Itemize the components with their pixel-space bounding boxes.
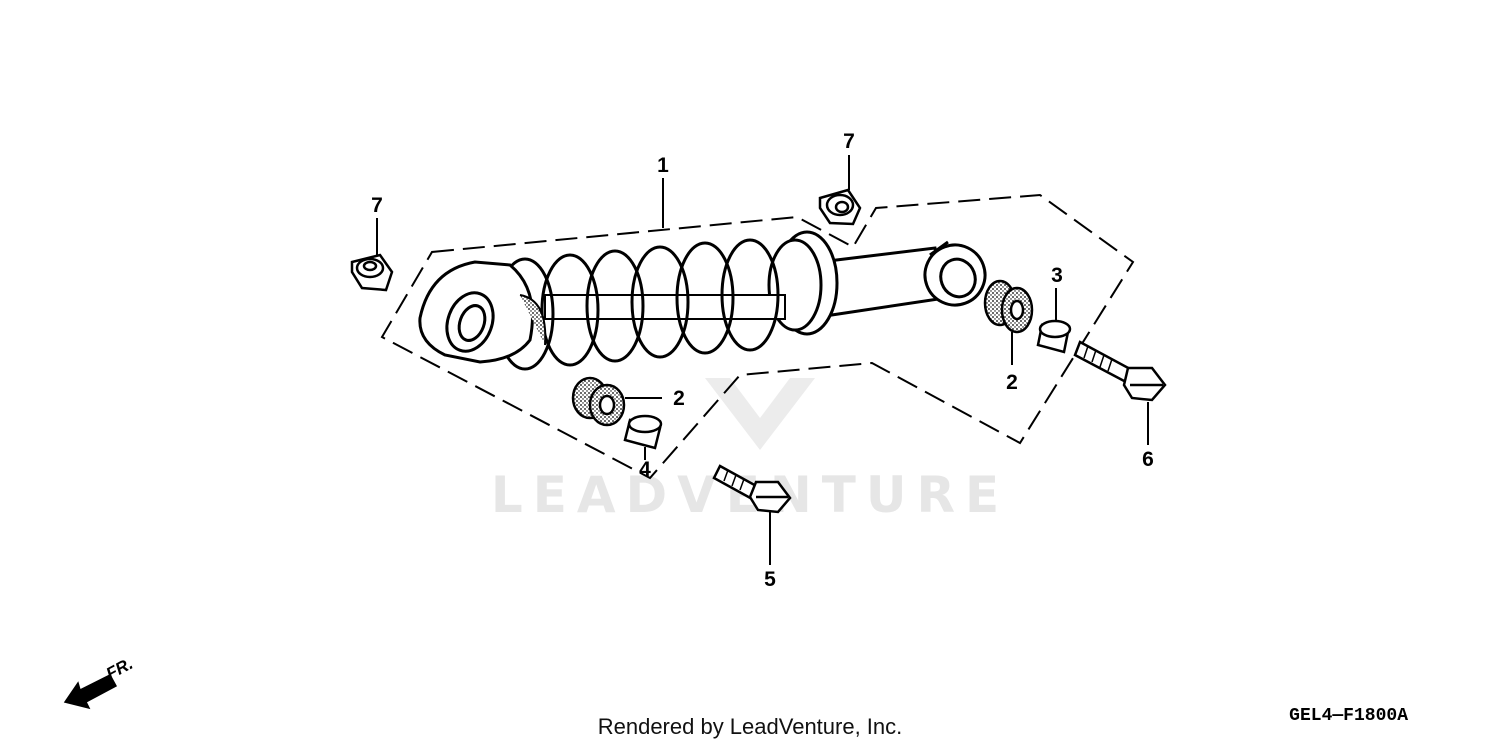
shock-absorber: [418, 230, 987, 371]
callout-7-left: 7: [371, 194, 383, 217]
front-arrow-icon: [63, 674, 118, 710]
bolt-right: [1073, 340, 1167, 402]
callout-2-right: 2: [1006, 371, 1018, 394]
callout-4: 4: [639, 458, 651, 481]
callout-5: 5: [764, 568, 776, 591]
callout-1: 1: [657, 154, 669, 177]
callout-3: 3: [1051, 264, 1063, 287]
collar-right: [1036, 319, 1072, 354]
leader-lines: [376, 155, 1149, 565]
front-indicator: FR.: [63, 654, 136, 710]
watermark: LEADVENTURE: [491, 378, 999, 524]
diagram-code: GEL4—F1800A: [1289, 706, 1408, 726]
callout-2-left: 2: [673, 387, 685, 410]
footer-credit: Rendered by LeadVenture, Inc.: [597, 714, 903, 739]
bushing-left: [571, 376, 626, 427]
callout-7-top: 7: [843, 130, 855, 153]
callout-6: 6: [1142, 448, 1154, 471]
nut-left: [350, 253, 394, 292]
assembly-outline: [380, 193, 1135, 480]
collar-left: [623, 414, 663, 450]
bolt-lower: [712, 464, 792, 514]
bushing-right: [983, 279, 1034, 334]
nut-top: [818, 188, 862, 226]
